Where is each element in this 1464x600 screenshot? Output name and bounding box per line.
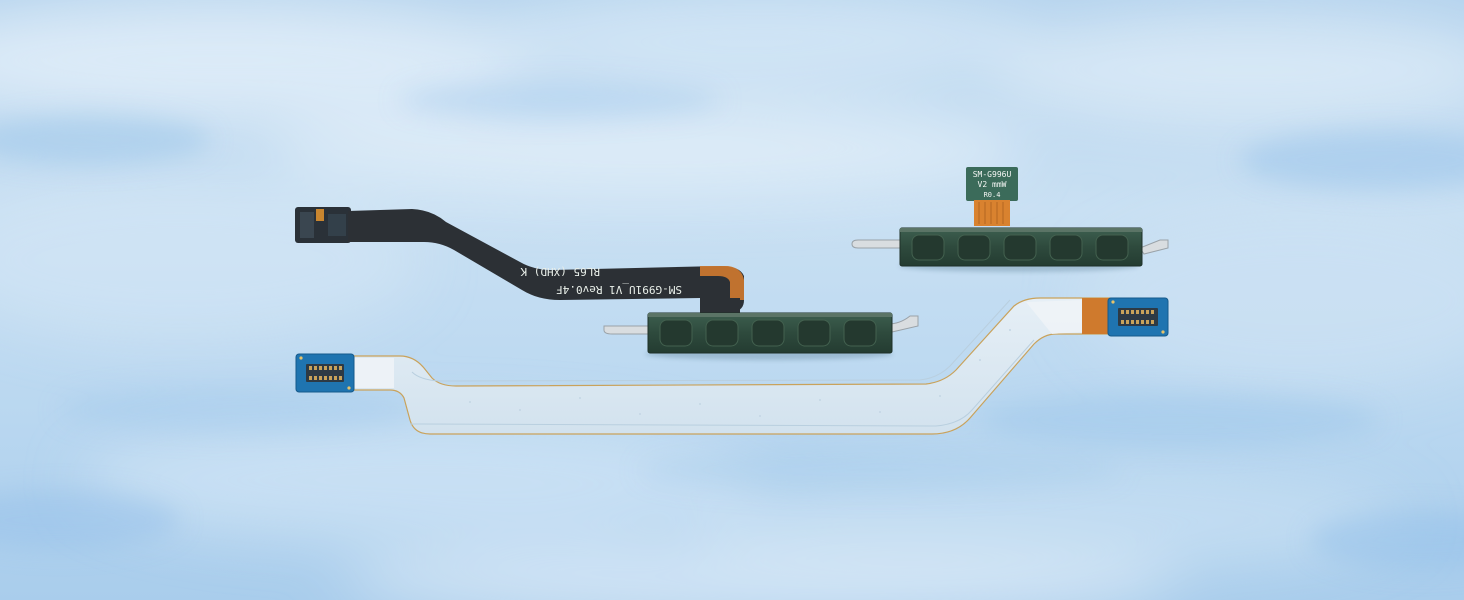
copper-flex-link: [974, 200, 1010, 226]
board-connector-right: [1107, 297, 1169, 337]
mount-tab-right: [1139, 239, 1169, 255]
board-connector-left: [295, 353, 355, 393]
copper-trace: [1082, 298, 1110, 334]
antenna-module-center: [603, 312, 919, 360]
mount-tab-left: [603, 325, 651, 335]
antenna-patch-row: [659, 319, 877, 347]
tag-line-2: V2 mmW: [978, 180, 1007, 189]
tag-line-3: R0.4: [984, 191, 1001, 199]
cloud-shadows: [0, 82, 1464, 570]
mount-tab-left: [851, 239, 903, 249]
flex-body: [348, 209, 744, 314]
copper-trace: [700, 266, 744, 300]
antenna-patch-row: [911, 234, 1129, 261]
copper-contact: [316, 209, 324, 221]
module-tag: [966, 167, 1018, 201]
black-flex-cable: SM-G991U_V1 Rev0.4F RL65 (XHD) K: [295, 207, 744, 318]
flex-ref-label: RL65 (XHD) K: [520, 265, 600, 278]
clear-flex-cable: [351, 297, 1111, 435]
tag-line-1: SM-G996U: [973, 170, 1012, 179]
flex-part-label: SM-G991U_V1 Rev0.4F: [556, 283, 682, 296]
flex-dots: [469, 329, 1011, 417]
antenna-module-right: SM-G996U V2 mmW R0.4: [851, 167, 1169, 272]
